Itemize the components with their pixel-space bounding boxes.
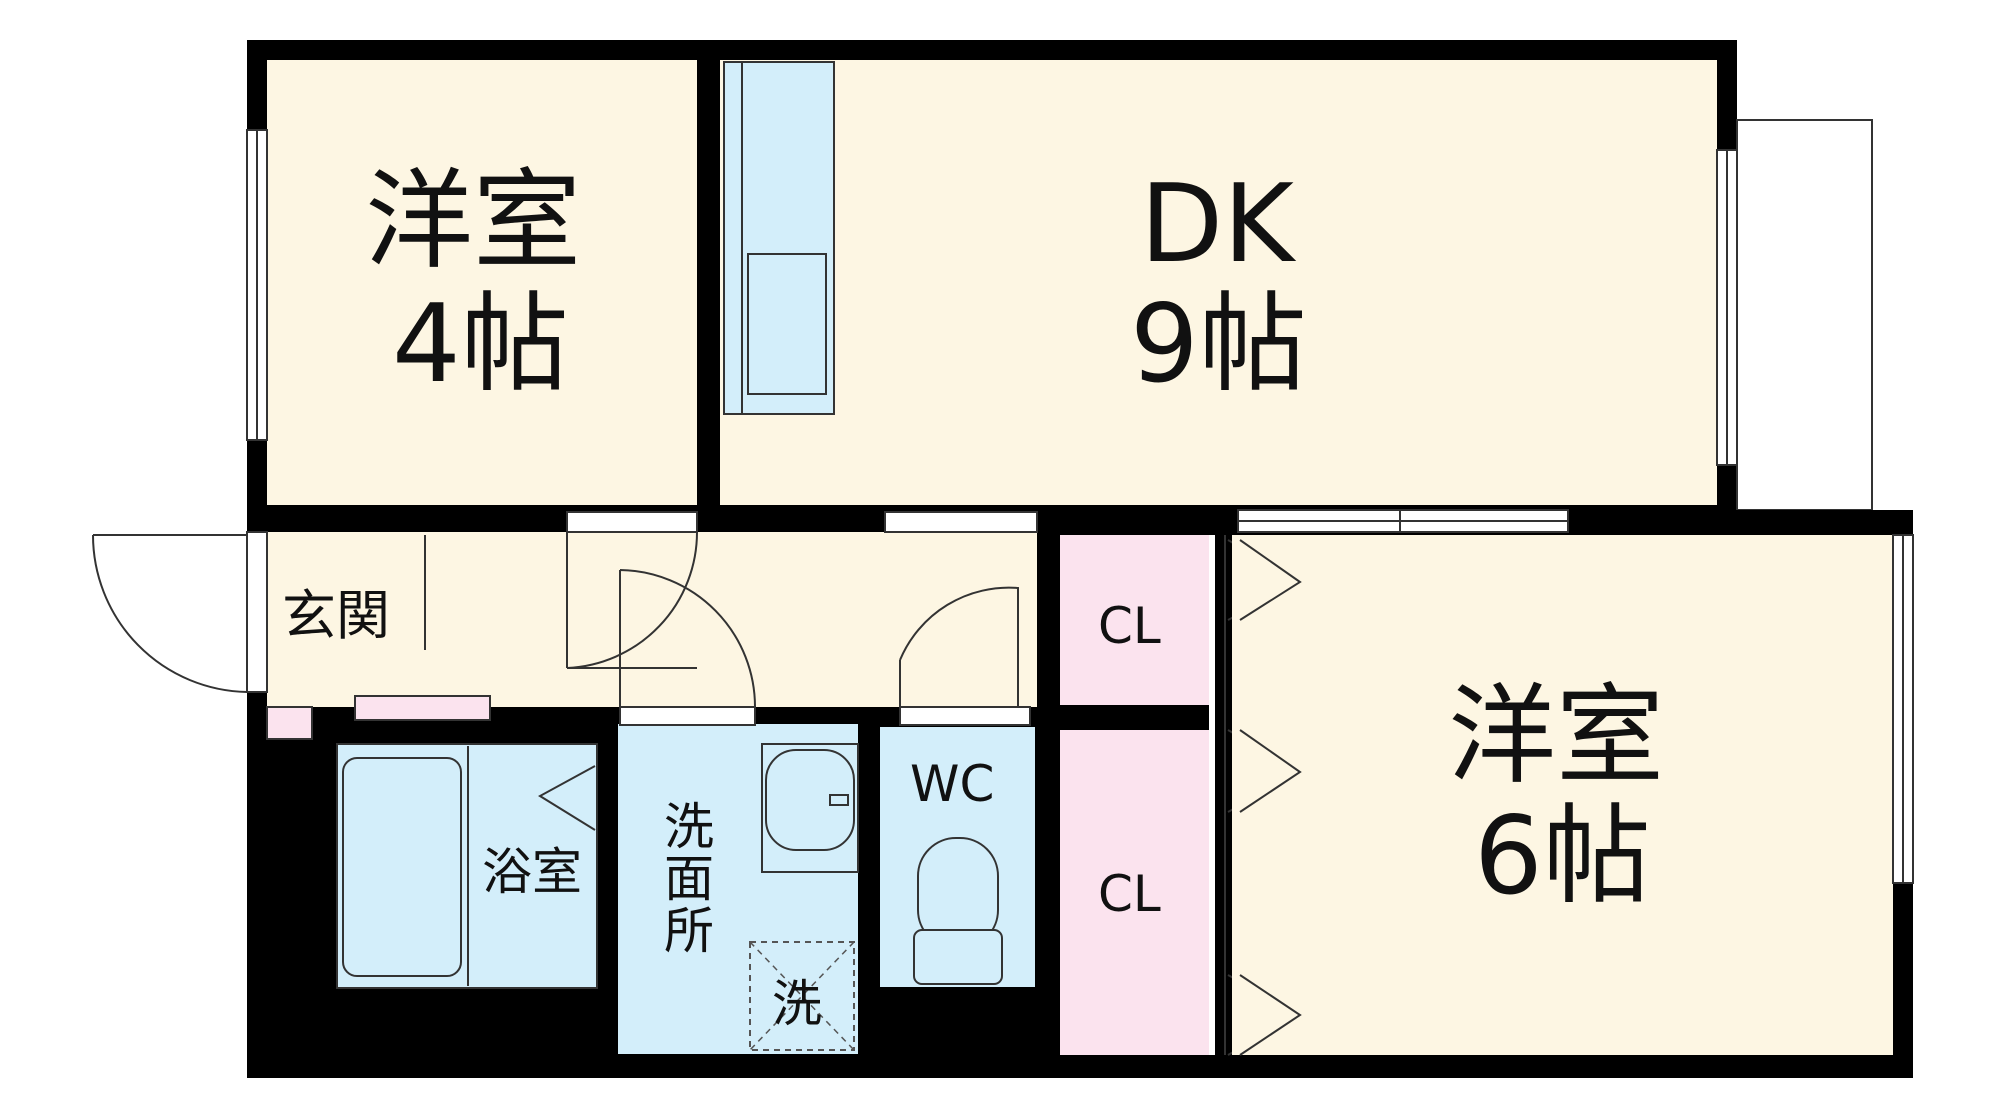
dk-size: 9帖 [1130,282,1307,407]
washer-space [749,941,855,1051]
door-opening-washroom [619,706,756,726]
door-washroom [619,569,756,708]
shoe-cabinet [354,695,491,721]
wc-label: WC [910,755,995,813]
door-wc [899,586,1019,707]
entrance-door-frame [246,531,268,693]
toilet-tank [913,929,1003,985]
closet-top-label: CL [1098,597,1161,655]
room-western-6 [1232,535,1893,1055]
shoe-cabinet-small [266,706,313,740]
entrance-label: 玄関 [282,584,390,647]
bathtub [342,757,462,977]
kitchen-sink [747,253,827,395]
dk-name: DK [1140,162,1294,287]
balcony [1736,119,1873,511]
bath-label: 浴室 [482,843,582,901]
western-6-name: 洋室 [1448,674,1665,799]
door-opening-wc [899,706,1031,726]
western-6-size: 6帖 [1474,794,1651,919]
closet-bottom-label: CL [1098,865,1161,923]
room-dk [720,60,1717,505]
closet-bottom [1060,730,1212,1055]
kitchen-backsplash [723,61,743,415]
opening-hall-dk [884,511,1038,533]
closet-top [1060,535,1212,705]
entrance-door [92,534,248,693]
washroom-label: 洗面所 [656,800,714,956]
western-4-size: 4帖 [392,282,569,407]
hallway [267,532,1037,707]
door-4jo [566,531,699,669]
vanity-basin [765,749,855,851]
door-opening-4jo [566,511,698,533]
washer-label: 洗 [772,975,822,1033]
western-4-name: 洋室 [365,159,582,284]
bath-door [538,765,596,831]
room-western-4 [267,60,697,505]
